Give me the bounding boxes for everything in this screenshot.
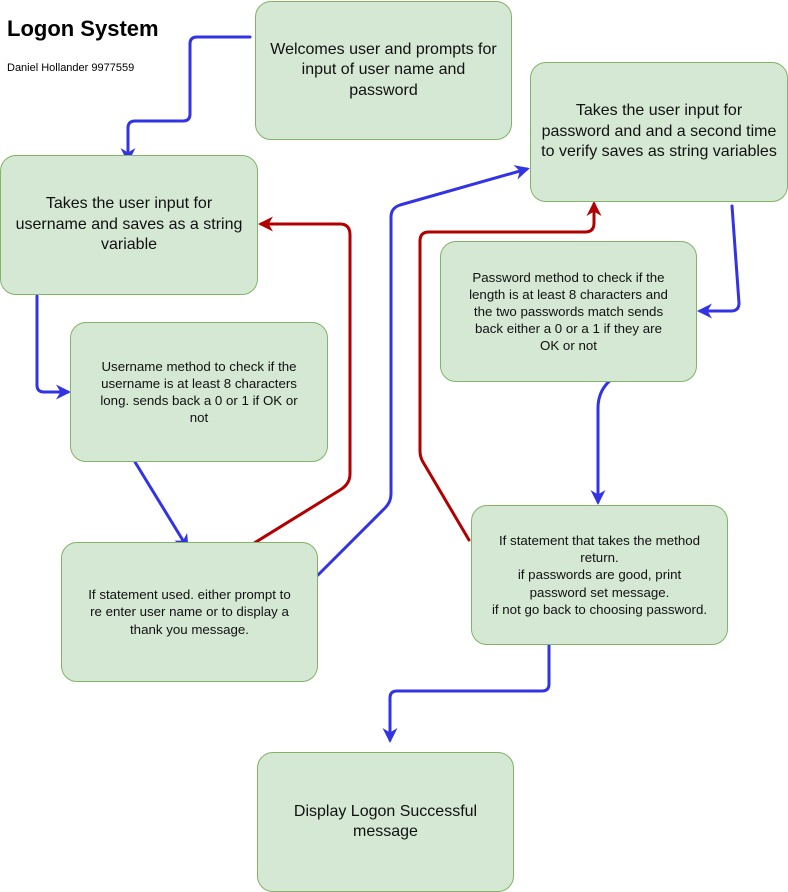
- diagram-title: Logon System: [7, 16, 159, 41]
- node-password-input[interactable]: Takes the user input for password and an…: [530, 62, 788, 202]
- node-welcome-label: Welcomes user and prompts for input of u…: [270, 40, 497, 99]
- edge-password-if-to-success: [382, 631, 551, 743]
- edge-password-method-to-if: [590, 370, 625, 505]
- edge-welcome-to-username-input: [120, 35, 252, 163]
- node-password-method[interactable]: Password method to check if the length i…: [440, 241, 697, 382]
- node-username-method[interactable]: Username method to check if the username…: [70, 322, 328, 462]
- node-password-if-label: If statement that takes the method retur…: [491, 533, 708, 617]
- node-password-method-label: Password method to check if the length i…: [469, 269, 668, 354]
- edge-username-if-back-to-input: [241, 216, 352, 552]
- node-success-label: Display Logon Successful message: [293, 802, 478, 840]
- node-password-input-label: Takes the user input for password and an…: [541, 102, 777, 161]
- node-username-if-label: If statement used. either prompt to re e…: [88, 587, 291, 637]
- diagram-author: Daniel Hollander 9977559: [7, 62, 135, 74]
- edge-username-method-to-if: [133, 460, 189, 550]
- edge-password-if-back-to-input: [418, 201, 602, 542]
- edge-username-if-to-password-input: [316, 165, 530, 577]
- node-success[interactable]: Display Logon Successful message: [257, 752, 514, 892]
- node-username-input[interactable]: Takes the user input for username and sa…: [0, 155, 258, 295]
- edge-password-input-to-method: [697, 204, 741, 319]
- node-password-if[interactable]: If statement that takes the method retur…: [471, 505, 728, 645]
- node-username-if[interactable]: If statement used. either prompt to re e…: [61, 542, 318, 682]
- node-welcome[interactable]: Welcomes user and prompts for input of u…: [255, 1, 512, 140]
- node-username-method-label: Username method to check if the username…: [100, 358, 298, 426]
- edge-username-input-to-method: [35, 294, 71, 400]
- node-username-input-label: Takes the user input for username and sa…: [15, 195, 243, 254]
